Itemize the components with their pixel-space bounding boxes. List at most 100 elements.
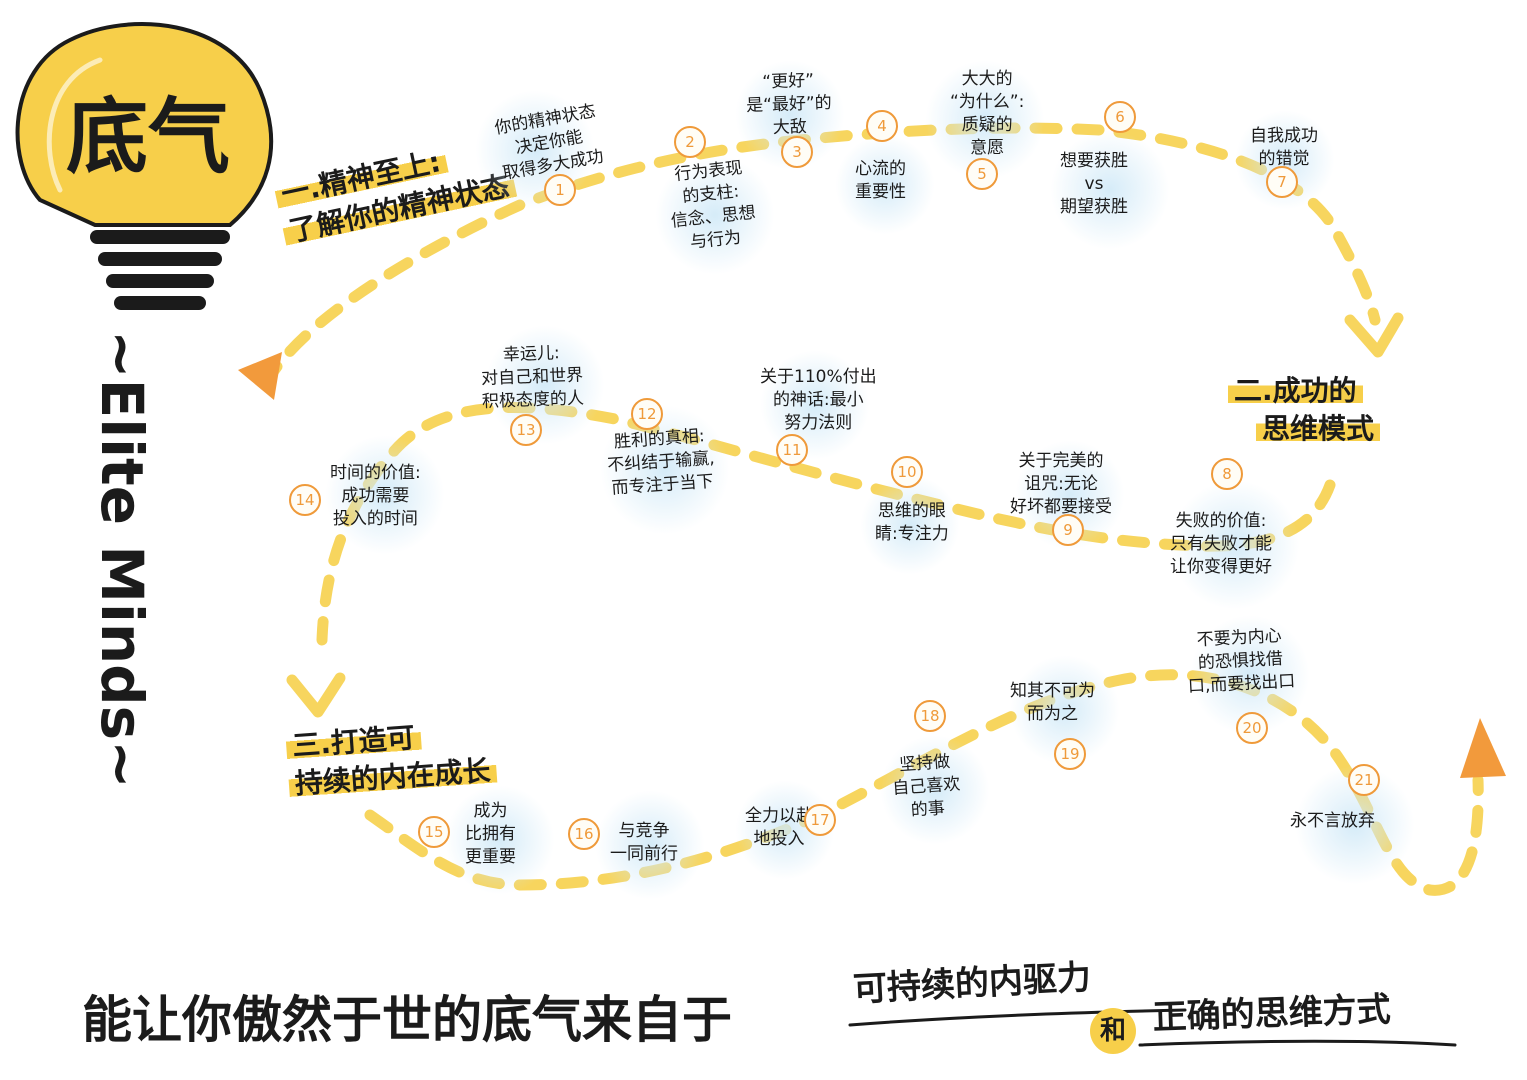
node-number-badge: 20 <box>1236 712 1268 744</box>
topic-node-line: 知其不可为 <box>1010 681 1095 701</box>
topic-node-17: 全力以赴地投入 <box>745 805 813 851</box>
topic-node-line: 期望获胜 <box>1060 197 1128 217</box>
node-number-badge: 3 <box>781 136 813 168</box>
node-number-badge: 10 <box>891 456 923 488</box>
node-number-badge: 18 <box>914 700 946 732</box>
node-highlight-blob <box>445 785 555 895</box>
node-highlight-blob <box>860 475 960 575</box>
topic-node-line: 比拥有 <box>465 824 516 844</box>
node-highlight-blob <box>1050 130 1170 250</box>
footer-part-2: 正确的思维方式 <box>1152 989 1392 1038</box>
topic-node-4: 心流的重要性 <box>855 158 906 204</box>
node-number-badge: 11 <box>776 434 808 466</box>
topic-node-line: 的事 <box>910 798 946 821</box>
section-2-line-1: 二.成功的 <box>1228 374 1363 407</box>
topic-node-line: 自己喜欢 <box>891 774 961 799</box>
topic-node-14: 时间的价值: 成功需要投入的时间 <box>330 462 421 531</box>
topic-node-9: 关于完美的诅咒:无论好坏都要接受 <box>1010 450 1112 519</box>
node-number-badge: 14 <box>289 484 321 516</box>
bulb-title: 底气 <box>65 90 230 185</box>
topic-node-13: 幸运儿:对自己和世界积极态度的人 <box>480 341 584 414</box>
node-highlight-blob <box>880 735 990 845</box>
node-highlight-blob <box>1170 480 1300 610</box>
node-number-badge: 1 <box>544 174 576 206</box>
topic-node-3: “更好”是“最好”的大敌 <box>745 69 833 141</box>
node-number-badge: 19 <box>1054 738 1086 770</box>
topic-node-18: 坚持做自己喜欢的事 <box>890 750 963 824</box>
topic-node-line: “为什么”: <box>950 92 1025 112</box>
flow-arrows <box>238 312 1506 778</box>
node-number-badge: 9 <box>1052 514 1084 546</box>
footer-underline-2 <box>1138 1039 1457 1047</box>
topic-node-line: 成功需要 <box>341 486 410 506</box>
topic-node-line: 意愿 <box>970 138 1005 158</box>
section-3-heading: 三.打造可 持续的内在成长 <box>285 713 498 803</box>
topic-node-line: 心流的 <box>855 159 906 179</box>
topic-node-11: 关于110%付出的神话:最小努力法则 <box>760 366 877 435</box>
topic-node-line: 关于110%付出 <box>760 367 877 387</box>
topic-node-10: 思维的眼睛:专注力 <box>875 500 949 546</box>
section-2-heading: 二.成功的 思维模式 <box>1228 372 1381 448</box>
node-highlight-blob <box>325 435 445 555</box>
footer-main-text: 能让你傲然于世的底气来自于 <box>82 991 732 1049</box>
node-number-badge: 4 <box>866 110 898 142</box>
topic-node-line: 的错觉 <box>1258 149 1310 169</box>
topic-node-line: 投入的时间 <box>332 509 418 529</box>
node-number-badge: 12 <box>631 398 663 430</box>
topic-node-line: 的神话:最小 <box>772 390 864 410</box>
node-highlight-blob <box>600 405 730 535</box>
node-highlight-blob <box>485 325 605 445</box>
topic-node-8: 失败的价值: 只有失败才能让你变得更好 <box>1170 510 1272 579</box>
topic-node-line: 思维的眼 <box>877 501 946 521</box>
node-number-badge: 5 <box>966 158 998 190</box>
topic-node-2: 行为表现的支柱:信念、思想与行为 <box>665 156 759 256</box>
topic-node-21: 永不言放弃 <box>1290 810 1375 833</box>
arrow-down-2-icon <box>286 672 346 718</box>
section-2-line-2: 思维模式 <box>1256 412 1381 445</box>
topic-node-line: 让你变得更好 <box>1170 557 1272 577</box>
topic-node-line: 更重要 <box>465 847 516 867</box>
topic-node-15: 成为比拥有更重要 <box>465 800 516 869</box>
node-number-badge: 21 <box>1348 764 1380 796</box>
topic-node-line: 大大的 <box>961 69 1013 89</box>
topic-node-line: 重要性 <box>855 182 906 202</box>
topic-node-line: vs <box>1084 174 1104 194</box>
topic-node-line: 诅咒:无论 <box>1024 474 1098 494</box>
node-number-badge: 15 <box>418 816 450 848</box>
topic-node-5: 大大的“为什么”:质疑的意愿 <box>950 68 1024 160</box>
topic-node-line: 只有失败才能 <box>1170 534 1272 554</box>
footer-underline-1 <box>848 1008 1187 1027</box>
topic-node-line: 成为 <box>473 801 508 821</box>
node-number-badge: 16 <box>568 818 600 850</box>
topic-node-line: 睛:专注力 <box>875 524 949 544</box>
arrow-start-icon <box>238 352 282 400</box>
topic-node-line: 永不言放弃 <box>1290 811 1375 831</box>
topic-node-line: 努力法则 <box>784 413 853 433</box>
node-highlight-blob <box>595 790 705 900</box>
topic-node-16: 与竞争一同前行 <box>610 820 678 866</box>
node-number-badge: 8 <box>1211 458 1243 490</box>
topic-node-line: 失败的价值: <box>1175 511 1267 531</box>
vertical-title: ~Elite Minds~ <box>88 330 156 789</box>
topic-node-line: 而为之 <box>1027 704 1078 724</box>
topic-node-20: 不要为内心的恐惧找借口,而要找出口 <box>1185 624 1296 699</box>
topic-node-19: 知其不可为而为之 <box>1010 680 1095 726</box>
topic-node-line: 自我成功 <box>1250 126 1318 146</box>
lightbulb-icon <box>15 22 274 310</box>
topic-node-line: 时间的价值: <box>330 463 421 483</box>
topic-node-line: “更好” <box>762 70 815 93</box>
node-number-badge: 13 <box>510 414 542 446</box>
topic-node-line: 一同前行 <box>610 844 678 864</box>
section-3-line-1: 三.打造可 <box>285 720 422 763</box>
arrow-down-1-icon <box>1344 312 1404 358</box>
topic-node-line: 积极态度的人 <box>481 388 585 412</box>
footer-connector-badge: 和 <box>1090 1008 1136 1054</box>
topic-node-7: 自我成功的错觉 <box>1250 125 1318 171</box>
node-highlight-blob <box>655 155 775 275</box>
topic-node-line: 地投入 <box>753 829 805 849</box>
topic-node-line: 关于完美的 <box>1018 451 1104 471</box>
topic-node-12: 胜利的真相:不纠结于输赢,而专注于当下 <box>605 425 717 501</box>
node-number-badge: 2 <box>674 126 706 158</box>
node-highlight-blob <box>835 135 935 235</box>
node-number-badge: 6 <box>1104 101 1136 133</box>
